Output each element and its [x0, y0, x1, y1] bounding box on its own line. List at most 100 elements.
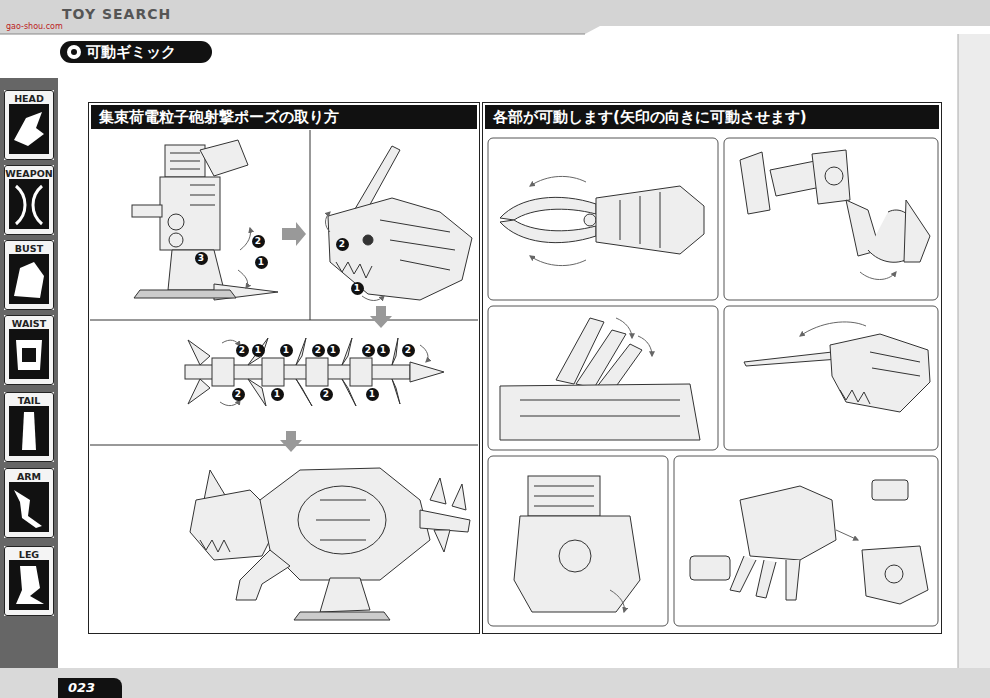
firing-pose: [326, 146, 473, 301]
callout-number: 3: [195, 252, 208, 265]
tab-icons: [9, 560, 49, 610]
instruction-panel: 集束荷電粒子砲射撃ポーズの取り方: [88, 102, 480, 634]
tail-top-view: [296, 338, 306, 365]
pincer-figure: [596, 186, 704, 254]
callout-number: 1: [255, 256, 268, 269]
full-pose: [316, 520, 370, 521]
tab-icons: [16, 566, 44, 604]
blade-head-figure: [870, 352, 920, 362]
callout-number: 1: [351, 282, 364, 295]
full-pose: [434, 530, 450, 552]
tail-top-view: [392, 338, 398, 365]
standing-pose: [190, 185, 215, 186]
tab-icons: [9, 179, 49, 229]
claw-figure: [740, 486, 836, 560]
firing-pose: [362, 296, 384, 301]
callout-number: 2: [312, 344, 325, 357]
tab-icons: [4, 392, 54, 462]
right-panel-frames: [674, 456, 938, 626]
fin-figure: [520, 400, 680, 401]
tail-top-view: [185, 338, 444, 406]
title-tag: [60, 41, 212, 63]
instruction-panel: 各部が可動します(矢印の向きに可動させます): [482, 102, 942, 634]
tail-top-view: [410, 362, 444, 382]
callout-number: 2: [252, 235, 265, 248]
arm-linkage-figure: [740, 150, 930, 280]
callout-number: 1: [255, 256, 268, 269]
standing-pose: [134, 290, 236, 298]
tail-top-view: [342, 379, 356, 406]
box-label: 各部が可動します(矢印の向きに可動させます): [485, 105, 939, 129]
pincer-figure: [500, 220, 596, 243]
section-tab: HEAD: [4, 90, 54, 160]
callout-number: 1: [252, 344, 265, 357]
callout-number: 2: [320, 388, 333, 401]
section-tab: ARM: [4, 468, 54, 538]
bust-figure: [534, 496, 594, 497]
tail-top-view: [188, 340, 210, 365]
tab-icons: [16, 340, 42, 370]
full-pose: [320, 540, 366, 541]
tab-icons: [9, 482, 49, 532]
callout-number: 3: [195, 252, 208, 265]
page-frame: [0, 0, 990, 34]
callout-number: 1: [377, 344, 390, 357]
claw-figure: [690, 480, 928, 604]
right-panel-frames: [724, 306, 938, 450]
pincer-figure: [660, 192, 661, 248]
step-arrows: [370, 306, 392, 328]
callout-number: 1: [327, 344, 340, 357]
box-label: WEAPON: [5, 168, 53, 179]
arm-linkage-figure: [904, 200, 930, 262]
blade-head-figure: [872, 368, 920, 376]
section-tab: LEG: [4, 546, 54, 616]
fin-figure: [500, 384, 700, 440]
tab-icons: [4, 468, 54, 538]
callout-number: 1: [351, 282, 364, 295]
claw-figure: [872, 480, 908, 500]
standing-pose: [238, 270, 248, 288]
title-tag: [67, 45, 81, 59]
tail-top-view: [212, 358, 234, 386]
box-label: TAIL: [5, 395, 53, 406]
box-label: BUST: [5, 243, 53, 254]
full-pose: [294, 612, 390, 620]
tail-top-view: [296, 379, 312, 406]
tab-icons: [14, 490, 42, 528]
claw-figure: [885, 565, 903, 583]
standing-pose: [170, 169, 200, 170]
left-panel-frames: [90, 320, 478, 321]
standing-pose: [170, 161, 200, 162]
tab-icons: [16, 186, 42, 224]
box-label: 集束荷電粒子砲射撃ポーズの取り方: [91, 105, 477, 129]
claw-figure: [836, 530, 858, 540]
arm-linkage-figure: [825, 167, 843, 185]
standing-pose: [160, 177, 220, 250]
full-pose: [200, 540, 230, 552]
box-label: ARM: [5, 471, 53, 482]
tail-top-view: [262, 358, 284, 386]
standing-pose: [190, 195, 215, 196]
callout-number: 1: [271, 388, 284, 401]
step-arrows: [280, 431, 302, 452]
tail-top-view: [306, 358, 328, 386]
tab-icons: [4, 90, 54, 616]
standing-pose: [132, 140, 278, 300]
blade-head-figure: [840, 390, 870, 404]
fin-figure: [616, 318, 632, 338]
arm-linkage-figure: [812, 150, 850, 204]
bust-figure: [514, 476, 640, 612]
section-tab: WEAPON: [4, 165, 54, 235]
left-panel-frames: [90, 130, 478, 445]
box-label: HEAD: [5, 93, 53, 104]
tail-top-view: [220, 400, 240, 406]
box-label: LEG: [5, 549, 53, 560]
tab-icons: [4, 165, 54, 235]
tail-top-view: [350, 358, 372, 386]
tab-icons: [4, 240, 54, 310]
full-pose: [430, 478, 446, 504]
box-label: WAIST: [5, 318, 53, 329]
tail-top-view: [342, 338, 352, 365]
watermark: TOY SEARCH: [62, 6, 171, 22]
full-pose: [420, 510, 470, 532]
